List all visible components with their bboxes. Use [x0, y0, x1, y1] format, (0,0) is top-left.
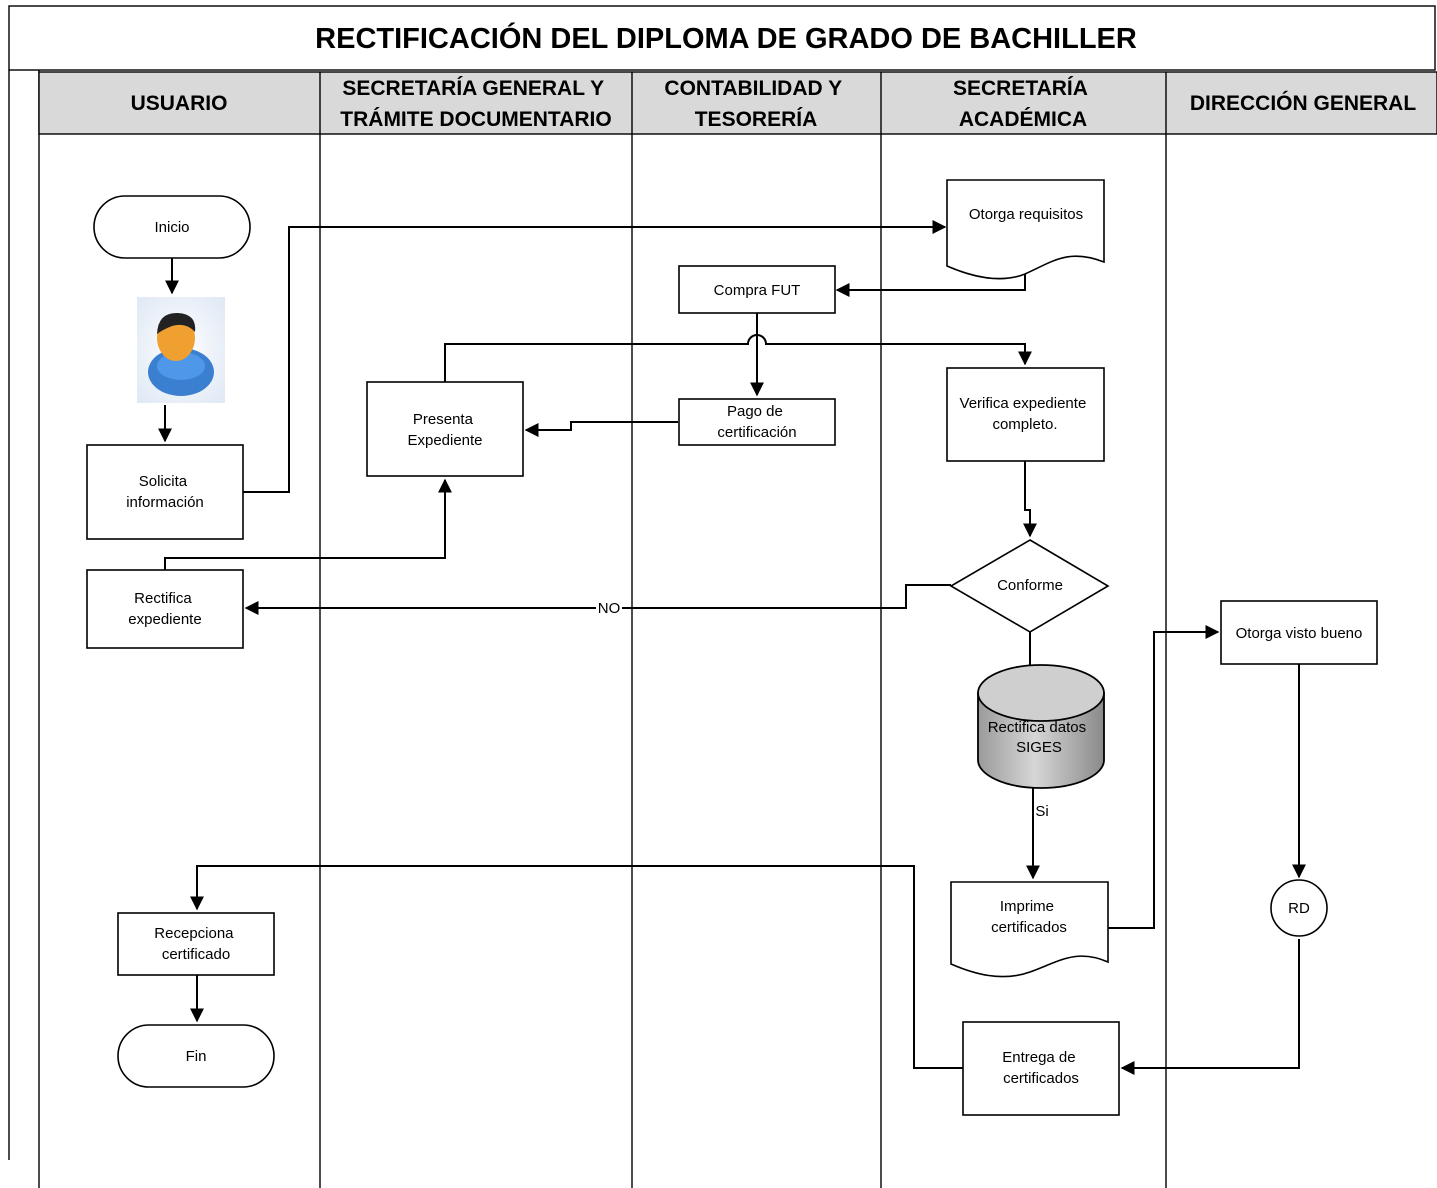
presenta-expediente-label: Presenta Expediente	[407, 411, 482, 449]
connector-otorga-compra	[835, 268, 1026, 297]
rectifica-siges-label: Rectifica datos SIGES	[988, 719, 1091, 756]
connector-imprime-visto	[1108, 625, 1220, 929]
presenta-expediente-process	[366, 381, 524, 477]
connector-rd-entrega	[1120, 939, 1300, 1075]
fin-label: Fin	[186, 1048, 207, 1065]
connector-presenta-verifica	[444, 334, 1032, 382]
connector-entrega-recepciona	[190, 865, 963, 1069]
verifica-expediente-process	[946, 367, 1105, 462]
connector-verifica-conforme	[1023, 461, 1037, 538]
connector-rectifica-presenta	[164, 478, 452, 570]
otorga-requisitos-document	[946, 179, 1105, 280]
recepciona-certificado-label: Recepciona certificado	[154, 925, 237, 963]
user-icon	[137, 297, 225, 403]
entrega-certificados-label: Entrega de certificados	[1002, 1049, 1080, 1087]
lane-header-usuario: USUARIO	[131, 92, 228, 115]
rectifica-expediente-label: Rectifica expediente	[128, 590, 201, 628]
compra-fut-label: Compra FUT	[714, 282, 801, 299]
verifica-expediente-label: Verifica expediente completo.	[960, 395, 1091, 433]
edge-label-no: NO	[598, 600, 621, 617]
otorga-visto-bueno-process	[1220, 600, 1378, 665]
entrega-certificados-process	[962, 1021, 1120, 1116]
solicita-informacion-label: Solicita información	[126, 473, 204, 511]
edge-label-si: Si	[1035, 803, 1048, 820]
imprime-certificados-label: Imprime certificados	[991, 898, 1067, 936]
lane-header-secretaria-general: SECRETARÍA GENERAL Y TRÁMITE DOCUMENTARI…	[340, 77, 611, 131]
solicita-informacion-process	[86, 444, 244, 540]
title-frame	[8, 5, 1436, 71]
connector-solicita-otorga	[243, 220, 947, 493]
fin-terminator	[117, 1024, 275, 1088]
pago-certificacion-process	[678, 398, 836, 446]
otorga-visto-bueno-label: Otorga visto bueno	[1236, 625, 1363, 642]
rectifica-expediente-process	[86, 569, 244, 649]
rd-label: RD	[1288, 900, 1310, 917]
pago-certificacion-label: Pago de certificación	[717, 403, 796, 441]
inicio-terminator	[93, 195, 251, 259]
lane-header-direccion-general: DIRECCIÓN GENERAL	[1190, 91, 1417, 115]
inicio-label: Inicio	[154, 219, 189, 236]
lane-header-band	[38, 71, 1437, 135]
connector-conforme-rectifica	[244, 584, 951, 615]
conforme-label: Conforme	[997, 577, 1063, 594]
imprime-certificados-document	[950, 881, 1109, 978]
lane-header-contabilidad: CONTABILIDAD Y TESORERÍA	[664, 77, 847, 131]
connector-pago-presenta	[524, 421, 678, 437]
recepciona-certificado-process	[117, 912, 275, 976]
rd-connector	[1270, 879, 1328, 937]
conforme-decision	[949, 539, 1110, 633]
otorga-requisitos-label: Otorga requisitos	[969, 206, 1083, 223]
page-title: RECTIFICACIÓN DEL DIPLOMA DE GRADO DE BA…	[315, 21, 1137, 55]
no-label-bg	[596, 599, 622, 617]
lane-header-secretaria-academica: SECRETARÍA ACADÉMICA	[953, 77, 1093, 131]
compra-fut-process	[678, 265, 836, 314]
rectifica-siges-database	[977, 664, 1105, 789]
